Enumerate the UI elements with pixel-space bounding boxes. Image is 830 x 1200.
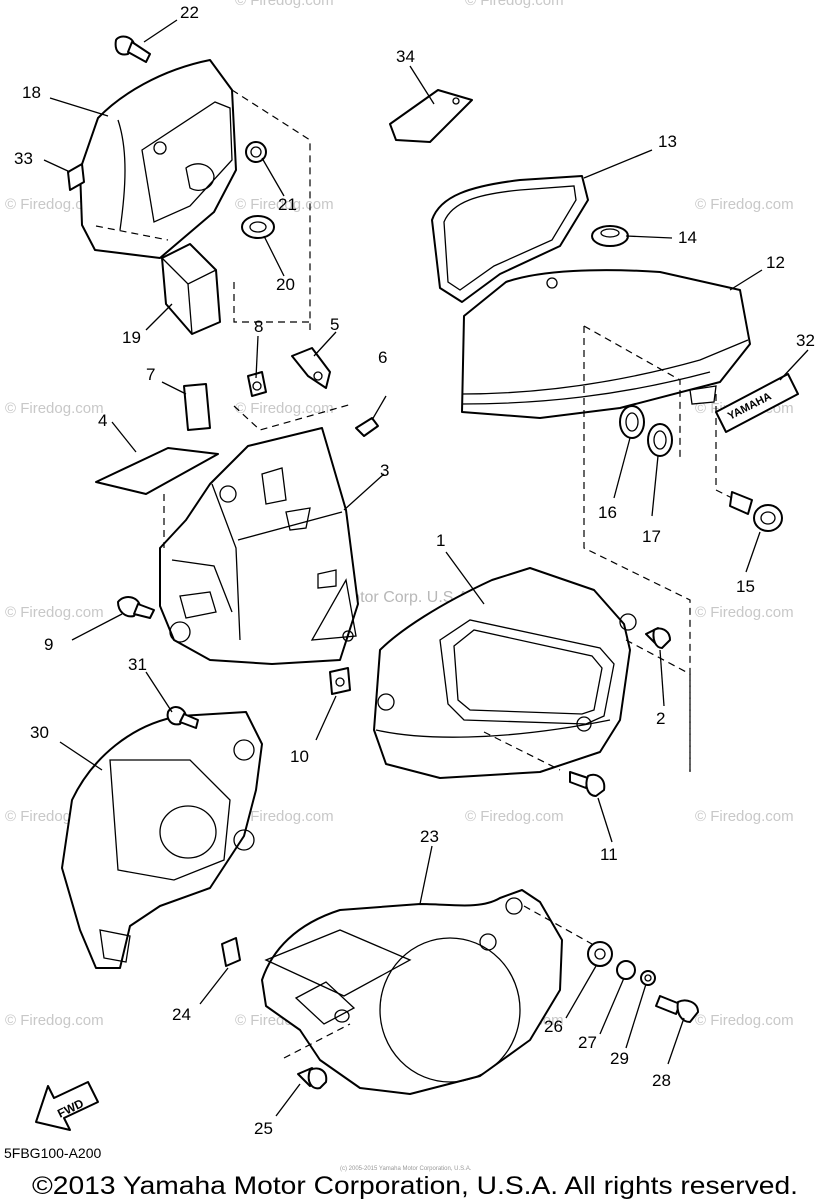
part-14-grommet — [591, 225, 629, 247]
watermark: © Firedog.com — [695, 808, 794, 825]
callout-6: 6 — [378, 348, 387, 367]
callout-12: 12 — [766, 253, 785, 272]
callout-9: 9 — [44, 635, 53, 654]
part-3-bracket — [159, 427, 359, 665]
callout-19: 19 — [122, 328, 141, 347]
watermark: © Firedog.com — [5, 1012, 104, 1029]
part-30-cover — [61, 711, 263, 969]
part-21-grommet — [245, 141, 267, 163]
part-7-pad — [183, 383, 211, 431]
part-19-foam-block — [161, 243, 221, 335]
callout-3: 3 — [380, 461, 389, 480]
watermark: © Firedog.com — [235, 0, 334, 9]
tiny-notice: (c) 2005-2015 Yamaha Motor Corporation, … — [340, 1166, 472, 1172]
part-8-clip — [247, 371, 267, 397]
callout-34: 34 — [396, 47, 415, 66]
part-5-clip — [291, 347, 331, 389]
fwd-arrow-icon: FWD — [35, 1081, 99, 1131]
callout-29: 29 — [610, 1049, 629, 1068]
watermark: © Firedog.com — [465, 808, 564, 825]
callout-22: 22 — [180, 3, 199, 22]
part-4-pad — [95, 447, 219, 495]
callout-28: 28 — [652, 1071, 671, 1090]
callout-24: 24 — [172, 1005, 191, 1024]
part-29-washer — [640, 970, 656, 986]
callout-16: 16 — [598, 503, 617, 522]
part-13-panel — [431, 175, 589, 303]
watermark: © Firedog.com — [235, 400, 334, 417]
part-22-bolt — [114, 35, 151, 63]
part-23-cover — [261, 889, 563, 1095]
watermark: © Firedog.com — [695, 604, 794, 621]
watermark: © Firedog.com — [465, 0, 564, 9]
callout-11: 11 — [600, 845, 618, 864]
callout-14: 14 — [678, 228, 697, 247]
callout-21: 21 — [278, 195, 297, 214]
watermark: © Firedog.com — [695, 1012, 794, 1029]
callout-10: 10 — [290, 747, 309, 766]
part-16-grommet — [619, 405, 645, 439]
part-27-collar — [616, 960, 636, 980]
diagram-code: 5FBG100-A200 — [4, 1145, 101, 1161]
part-26-grommet — [587, 941, 613, 967]
callout-13: 13 — [658, 132, 677, 151]
callout-4: 4 — [98, 411, 107, 430]
callout-31: 31 — [128, 655, 147, 674]
callout-7: 7 — [146, 365, 155, 384]
part-25-bolt — [297, 1067, 328, 1090]
callout-17: 17 — [642, 527, 661, 546]
part-34-pad — [389, 89, 473, 143]
callout-20: 20 — [276, 275, 295, 294]
callout-25: 25 — [254, 1119, 273, 1138]
part-11-bolt — [569, 771, 606, 797]
callout-18: 18 — [22, 83, 41, 102]
part-2-bolt — [645, 627, 671, 649]
callout-32: 32 — [796, 331, 815, 350]
callout-numbers: 22 18 33 34 13 14 12 32 21 20 19 5 8 6 7… — [14, 3, 815, 1138]
callout-2: 2 — [656, 709, 665, 728]
watermark: © Firedog.com — [695, 196, 794, 213]
callout-26: 26 — [544, 1017, 563, 1036]
part-6-rivet — [355, 395, 387, 437]
part-24-clip — [221, 937, 241, 967]
copyright-text: ©2013 Yamaha Motor Corporation, U.S.A. A… — [32, 1172, 798, 1200]
callout-23: 23 — [420, 827, 439, 846]
callout-8: 8 — [254, 317, 263, 336]
callout-27: 27 — [578, 1033, 597, 1052]
part-10-nut — [329, 667, 351, 695]
watermark: © Firedog.com — [235, 196, 334, 213]
watermark: © Firedog.com — [5, 604, 104, 621]
watermark: © Firedog.com — [235, 808, 334, 825]
callout-30: 30 — [30, 723, 49, 742]
part-12-cover — [461, 269, 751, 419]
part-18-side-cover — [79, 59, 237, 259]
part-9-bolt — [117, 596, 155, 619]
watermark: © Firedog.com — [5, 196, 104, 213]
part-33-strip — [67, 163, 85, 191]
part-1-cover — [373, 567, 637, 779]
part-17-grommet — [647, 423, 673, 457]
part-28-bolt — [655, 995, 699, 1023]
callout-15: 15 — [736, 577, 755, 596]
leader-lines — [43, 19, 809, 1117]
callout-1: 1 — [436, 531, 445, 550]
callout-5: 5 — [330, 315, 339, 334]
part-20-grommet — [241, 215, 275, 239]
callout-33: 33 — [14, 149, 33, 168]
part-15-lock — [729, 491, 783, 532]
watermark: © Firedog.com — [5, 400, 104, 417]
